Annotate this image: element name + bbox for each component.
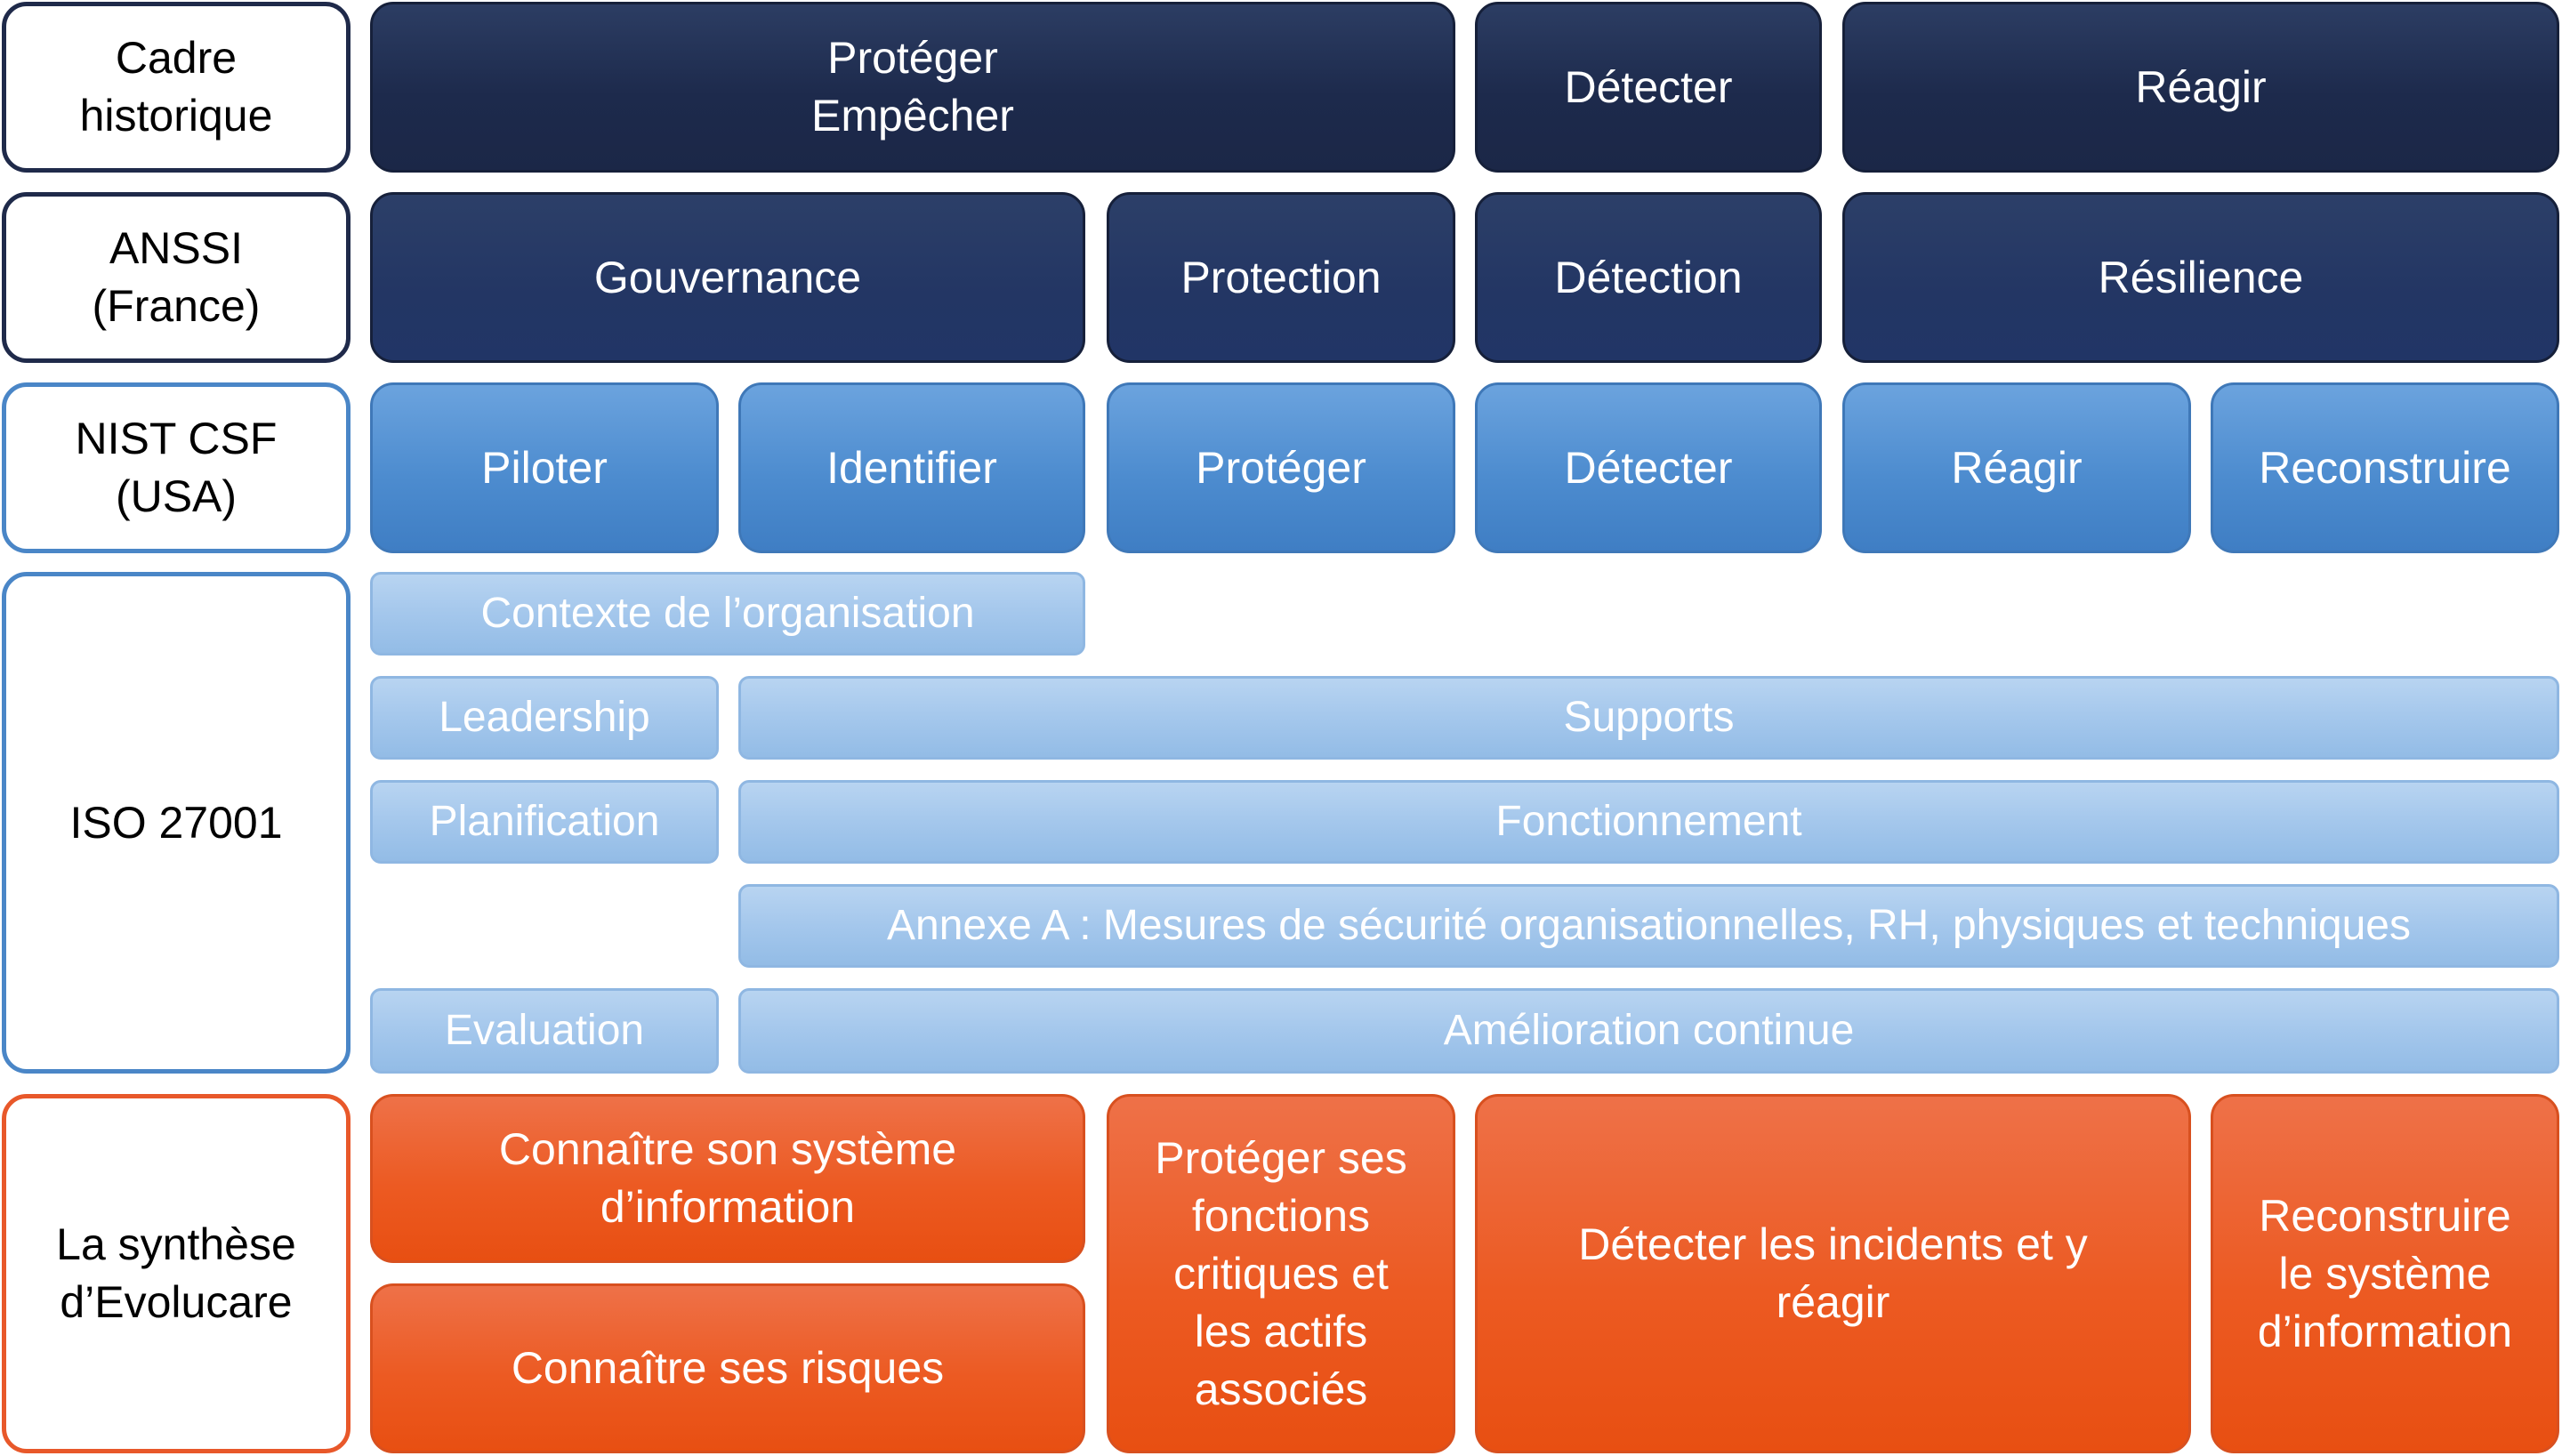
evolucare-detecter: Détecter les incidents et y réagir — [1475, 1094, 2191, 1453]
nist-proteger: Protéger — [1107, 382, 1455, 553]
iso-fonctionnement: Fonctionnement — [738, 780, 2559, 864]
nist-piloter: Piloter — [370, 382, 719, 553]
row-label-evolucare: La synthèse d’Evolucare — [2, 1094, 350, 1453]
nist-identifier: Identifier — [738, 382, 1085, 553]
historique-reagir: Réagir — [1842, 2, 2559, 173]
iso-evaluation: Evaluation — [370, 988, 719, 1074]
iso-amelioration-continue: Amélioration continue — [738, 988, 2559, 1074]
nist-reagir: Réagir — [1842, 382, 2191, 553]
row-label-historique: Cadre historique — [2, 2, 350, 173]
iso-annexe-a: Annexe A : Mesures de sécurité organisat… — [738, 884, 2559, 968]
row-label-iso: ISO 27001 — [2, 572, 350, 1074]
nist-reconstruire: Reconstruire — [2211, 382, 2559, 553]
iso-contexte: Contexte de l’organisation — [370, 572, 1085, 656]
historique-proteger-empecher: Protéger Empêcher — [370, 2, 1455, 173]
row-label-anssi: ANSSI (France) — [2, 192, 350, 363]
anssi-protection: Protection — [1107, 192, 1455, 363]
nist-detecter: Détecter — [1475, 382, 1822, 553]
iso-leadership: Leadership — [370, 676, 719, 760]
anssi-detection: Détection — [1475, 192, 1822, 363]
row-label-nist: NIST CSF (USA) — [2, 382, 350, 553]
evolucare-reconstruire: Reconstruire le système d’information — [2211, 1094, 2559, 1453]
evolucare-connaitre-risques: Connaître ses risques — [370, 1283, 1085, 1453]
anssi-resilience: Résilience — [1842, 192, 2559, 363]
anssi-gouvernance: Gouvernance — [370, 192, 1085, 363]
historique-detecter: Détecter — [1475, 2, 1822, 173]
evolucare-proteger: Protéger ses fonctions critiques et les … — [1107, 1094, 1455, 1453]
iso-supports: Supports — [738, 676, 2559, 760]
iso-planification: Planification — [370, 780, 719, 864]
evolucare-connaitre-si: Connaître son système d’information — [370, 1094, 1085, 1263]
